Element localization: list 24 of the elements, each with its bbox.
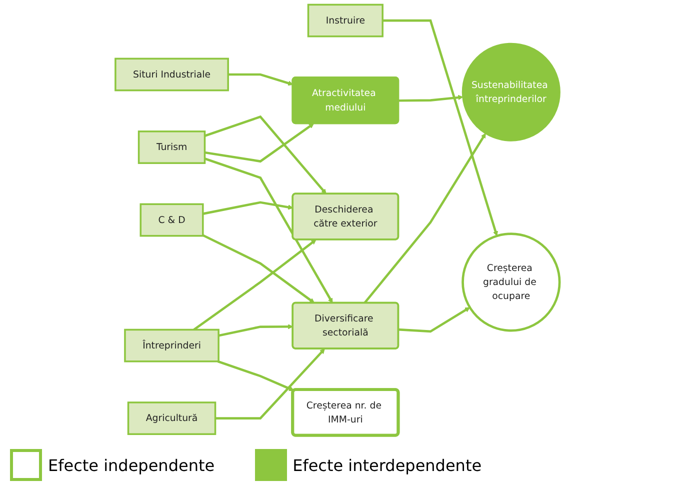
node-box: Întreprinderi <box>124 328 220 362</box>
arrow <box>204 158 333 304</box>
legend-label: Efecte independente <box>48 456 215 474</box>
node-circle: Creșterea gradului de ocupare <box>462 232 561 332</box>
arrow <box>398 307 470 333</box>
arrow <box>215 348 325 420</box>
legend-label: Efecte interdependente <box>292 456 482 474</box>
node-box: Situri Industriale <box>114 58 229 92</box>
arrow <box>364 133 486 304</box>
arrow <box>382 19 498 236</box>
arrow <box>398 94 464 102</box>
arrow <box>193 239 316 331</box>
arrow <box>202 234 315 304</box>
arrow <box>202 201 294 215</box>
arrow <box>204 123 314 163</box>
node-box: Turism <box>138 130 206 164</box>
arrow <box>204 115 326 194</box>
node-box: Agricultură <box>127 402 216 436</box>
arrow <box>218 324 294 337</box>
node-circle: Sustenabilitatea întreprinderilor <box>462 42 560 142</box>
node-box: C & D <box>140 203 204 237</box>
arrow <box>228 73 294 86</box>
node-box: Instruire <box>307 4 384 38</box>
arrow <box>217 360 294 392</box>
